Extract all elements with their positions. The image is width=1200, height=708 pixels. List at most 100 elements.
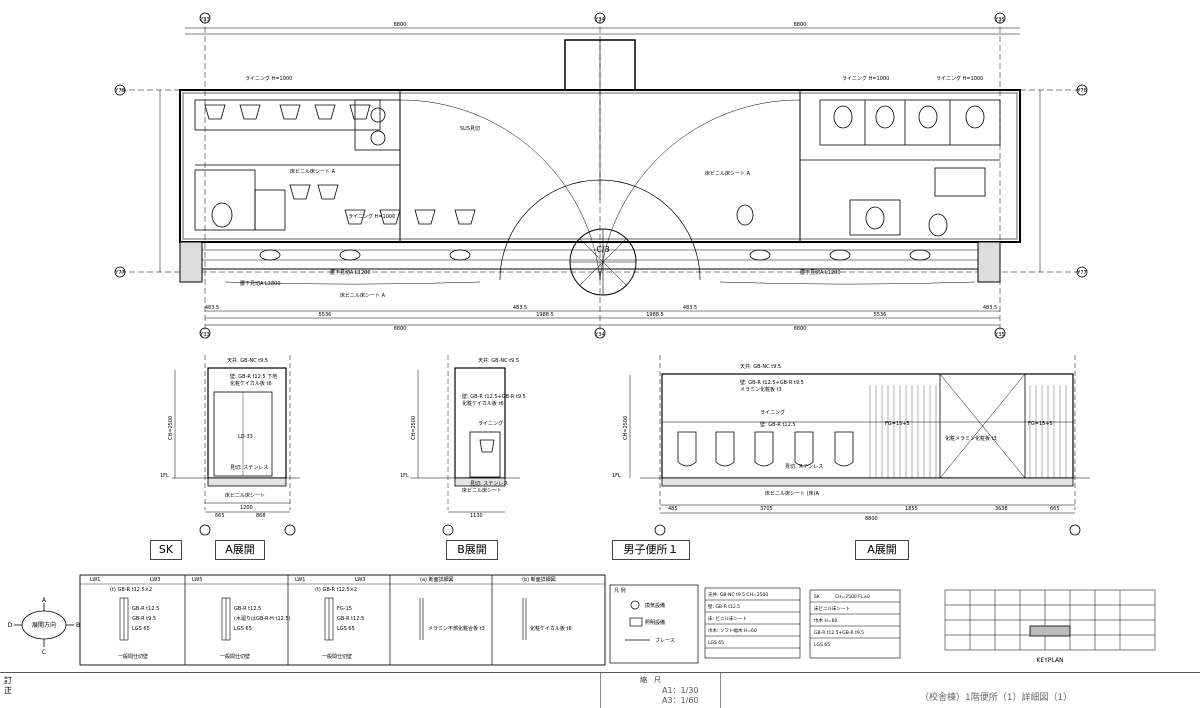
ft2-head: SK xyxy=(814,594,821,600)
plan-label-8: 腰下見切A L1200 xyxy=(330,269,371,276)
grid-label-top-1: Y33 xyxy=(199,17,209,23)
sk-dim-2: 868 xyxy=(256,513,266,519)
left-toilets xyxy=(194,169,476,231)
compass-label: 展開方向 xyxy=(32,621,56,629)
ft1-row-3: 床: ビニル床シート xyxy=(708,615,747,622)
men-label-ceiling: 天井: GB-NC t9.5 xyxy=(740,363,781,370)
detail-4-layer-1: メラミン不燃化粧合板 t3 xyxy=(428,625,485,632)
detail-3-tag: LW1 xyxy=(295,577,305,583)
dim-bottom-1: 8800 xyxy=(394,326,407,332)
dim-mid-3: 483.5 xyxy=(683,305,697,311)
men-label-lining: ライニング xyxy=(760,409,785,416)
detail-3-footer: 一般間仕切壁 xyxy=(322,653,352,660)
b-label-ch: CH=2500 xyxy=(411,416,417,440)
plan-label-11: 床ビニル床シート A xyxy=(340,292,386,299)
detail-3-note: (t) GB-R t12.5×2 xyxy=(315,587,357,593)
men-dim-2: 3705 xyxy=(760,506,773,512)
plan-label-10: 腰下見切A L1800 xyxy=(240,280,281,287)
plan-label-7: SUS見切 xyxy=(460,125,480,132)
elevation-mens-room xyxy=(629,355,1090,536)
detail-3-layer-3: LGS 65 xyxy=(337,626,355,632)
detail-2-tag: LW5 xyxy=(192,577,202,583)
left-urinals xyxy=(194,99,401,151)
plan-label-2: ライニング H=1000 xyxy=(348,213,395,220)
legend-title: 凡 例 xyxy=(614,587,626,594)
grid-label-bottom-3: Y35 xyxy=(994,332,1004,338)
men-label-fg-2: FG=15+5 xyxy=(1028,421,1053,427)
dim-inner-1: 5536 xyxy=(319,312,332,318)
compass-a: A xyxy=(42,597,47,604)
ft2-row-4: GB-R t12.5+GB-R t9.5 xyxy=(814,630,864,636)
ft1-row-5: LGS 65 xyxy=(708,640,724,646)
direction-compass xyxy=(14,603,74,647)
finish-table-2 xyxy=(809,589,901,659)
keyplan xyxy=(944,589,1156,651)
men-label-ch: CH=2500 xyxy=(623,416,629,440)
floor-plan: C/3 xyxy=(114,12,1088,339)
sk-label-ch: CH=2500 xyxy=(168,416,174,440)
ft1-row-4: 巾木: ソフト幅木 H=60 xyxy=(708,627,757,634)
right-toilets xyxy=(736,99,1001,237)
b-label-fl: 1FL xyxy=(400,473,409,479)
men-label-melamine-2: 化粧メラミン化粧板 t3 xyxy=(945,435,997,442)
dim-bottom-2: 8800 xyxy=(794,326,807,332)
legend-item-2: 照明設備 xyxy=(645,619,665,626)
dim-mid-1: 483.5 xyxy=(205,305,219,311)
sk-label-door: LD-33 xyxy=(238,434,253,440)
detail-3-layer-1: FG-15 xyxy=(337,606,352,612)
dim-inner-4: 5536 xyxy=(874,312,887,318)
detail-2-layer-3: LGS 65 xyxy=(234,626,252,632)
detail-1-layer-1: GB-R t12.5 xyxy=(132,606,159,612)
dim-mid-2: 483.5 xyxy=(513,305,527,311)
men-dim-3: 1855 xyxy=(905,506,918,512)
b-dim-1: 1130 xyxy=(470,513,483,519)
sk-label-ceiling: 天井: GB-NC t9.5 xyxy=(227,357,268,364)
grid-label-bottom-2: Y34 xyxy=(594,332,604,338)
grid-label-side-4: Y77 xyxy=(1076,270,1086,276)
men-label-melamine: メラミン化粧板 t3 xyxy=(740,386,782,393)
legend-item-3: ブレース xyxy=(655,637,675,644)
grid-label-top-3: Y35 xyxy=(994,17,1004,23)
plan-label-9: 腰下見切A L1200 xyxy=(800,269,841,276)
center-symbol: C/3 xyxy=(596,245,609,254)
men-label-wall-1: 壁: GB-R t12.5+GB-R t9.5 xyxy=(740,379,804,386)
view-title-mens: 男子便所１ xyxy=(612,540,690,560)
b-label-wall: 壁: GB-R t12.5+GB-R t9.5 xyxy=(462,393,526,400)
plan-label-6: 床ビニル床シート A xyxy=(705,170,751,177)
scale-a3: A3：1/60 xyxy=(662,696,699,705)
men-label-floor: 床ビニル床シート (床)A xyxy=(765,490,819,497)
detail-3-layer-2: GB-R t12.5 xyxy=(337,616,364,622)
grid-label-side-2: Y77 xyxy=(114,270,124,276)
elevation-sk xyxy=(172,355,300,536)
plan-label-3: ライニング H=1000 xyxy=(842,75,889,82)
grid-label-top-2: Y34 xyxy=(594,17,604,23)
view-title-b: B展開 xyxy=(446,540,498,560)
ft1-row-2: 壁: GB-R t12.5 xyxy=(708,603,740,610)
grid-label-side-1: Y76 xyxy=(114,88,124,94)
detail-1-tag2: LW3 xyxy=(150,577,160,583)
b-label-ceiling: 天井: GB-NC t9.5 xyxy=(478,357,519,364)
compass-d: D xyxy=(8,622,13,629)
detail-1-tag: LW1 xyxy=(90,577,100,583)
detail-2-layer-1: GB-R t12.5 xyxy=(234,606,261,612)
detail-1-layer-2: GB-R t9.5 xyxy=(132,616,156,622)
men-dim-4: 3638 xyxy=(995,506,1008,512)
grid-label-bottom-1: Y33 xyxy=(199,332,209,338)
sk-label-fl: 1FL xyxy=(160,473,169,479)
detail-5-layer-1: 化粧ケイカル板 t6 xyxy=(530,625,572,632)
title-block: 訂 正 縮 尺 A1：1/30 A3：1/60 （校舎棟）1階便所（1）詳細図（… xyxy=(0,672,1200,708)
sk-dim-3: 1200 xyxy=(240,505,253,511)
plan-label-1: ライニング H=1000 xyxy=(245,75,292,82)
ft2-row-1: CH=2500 FL±0 xyxy=(835,594,870,600)
detail-2-footer: 一般間仕切壁 xyxy=(220,653,250,660)
title-divider-2 xyxy=(720,673,722,708)
dim-inner-3: 1988.5 xyxy=(646,312,664,318)
legend-item-1: 換気設備 xyxy=(645,602,665,609)
sk-label-wall: 壁: GB-R t12.5 下地 xyxy=(230,373,277,380)
detail-2-layer-2: (水廻りはGB-R-H t12.5) xyxy=(234,615,291,622)
detail-panels xyxy=(79,574,606,666)
ft2-row-2: 床ビニル床シート xyxy=(814,605,850,612)
compass-b: B xyxy=(76,622,80,629)
elevation-b xyxy=(410,355,520,536)
